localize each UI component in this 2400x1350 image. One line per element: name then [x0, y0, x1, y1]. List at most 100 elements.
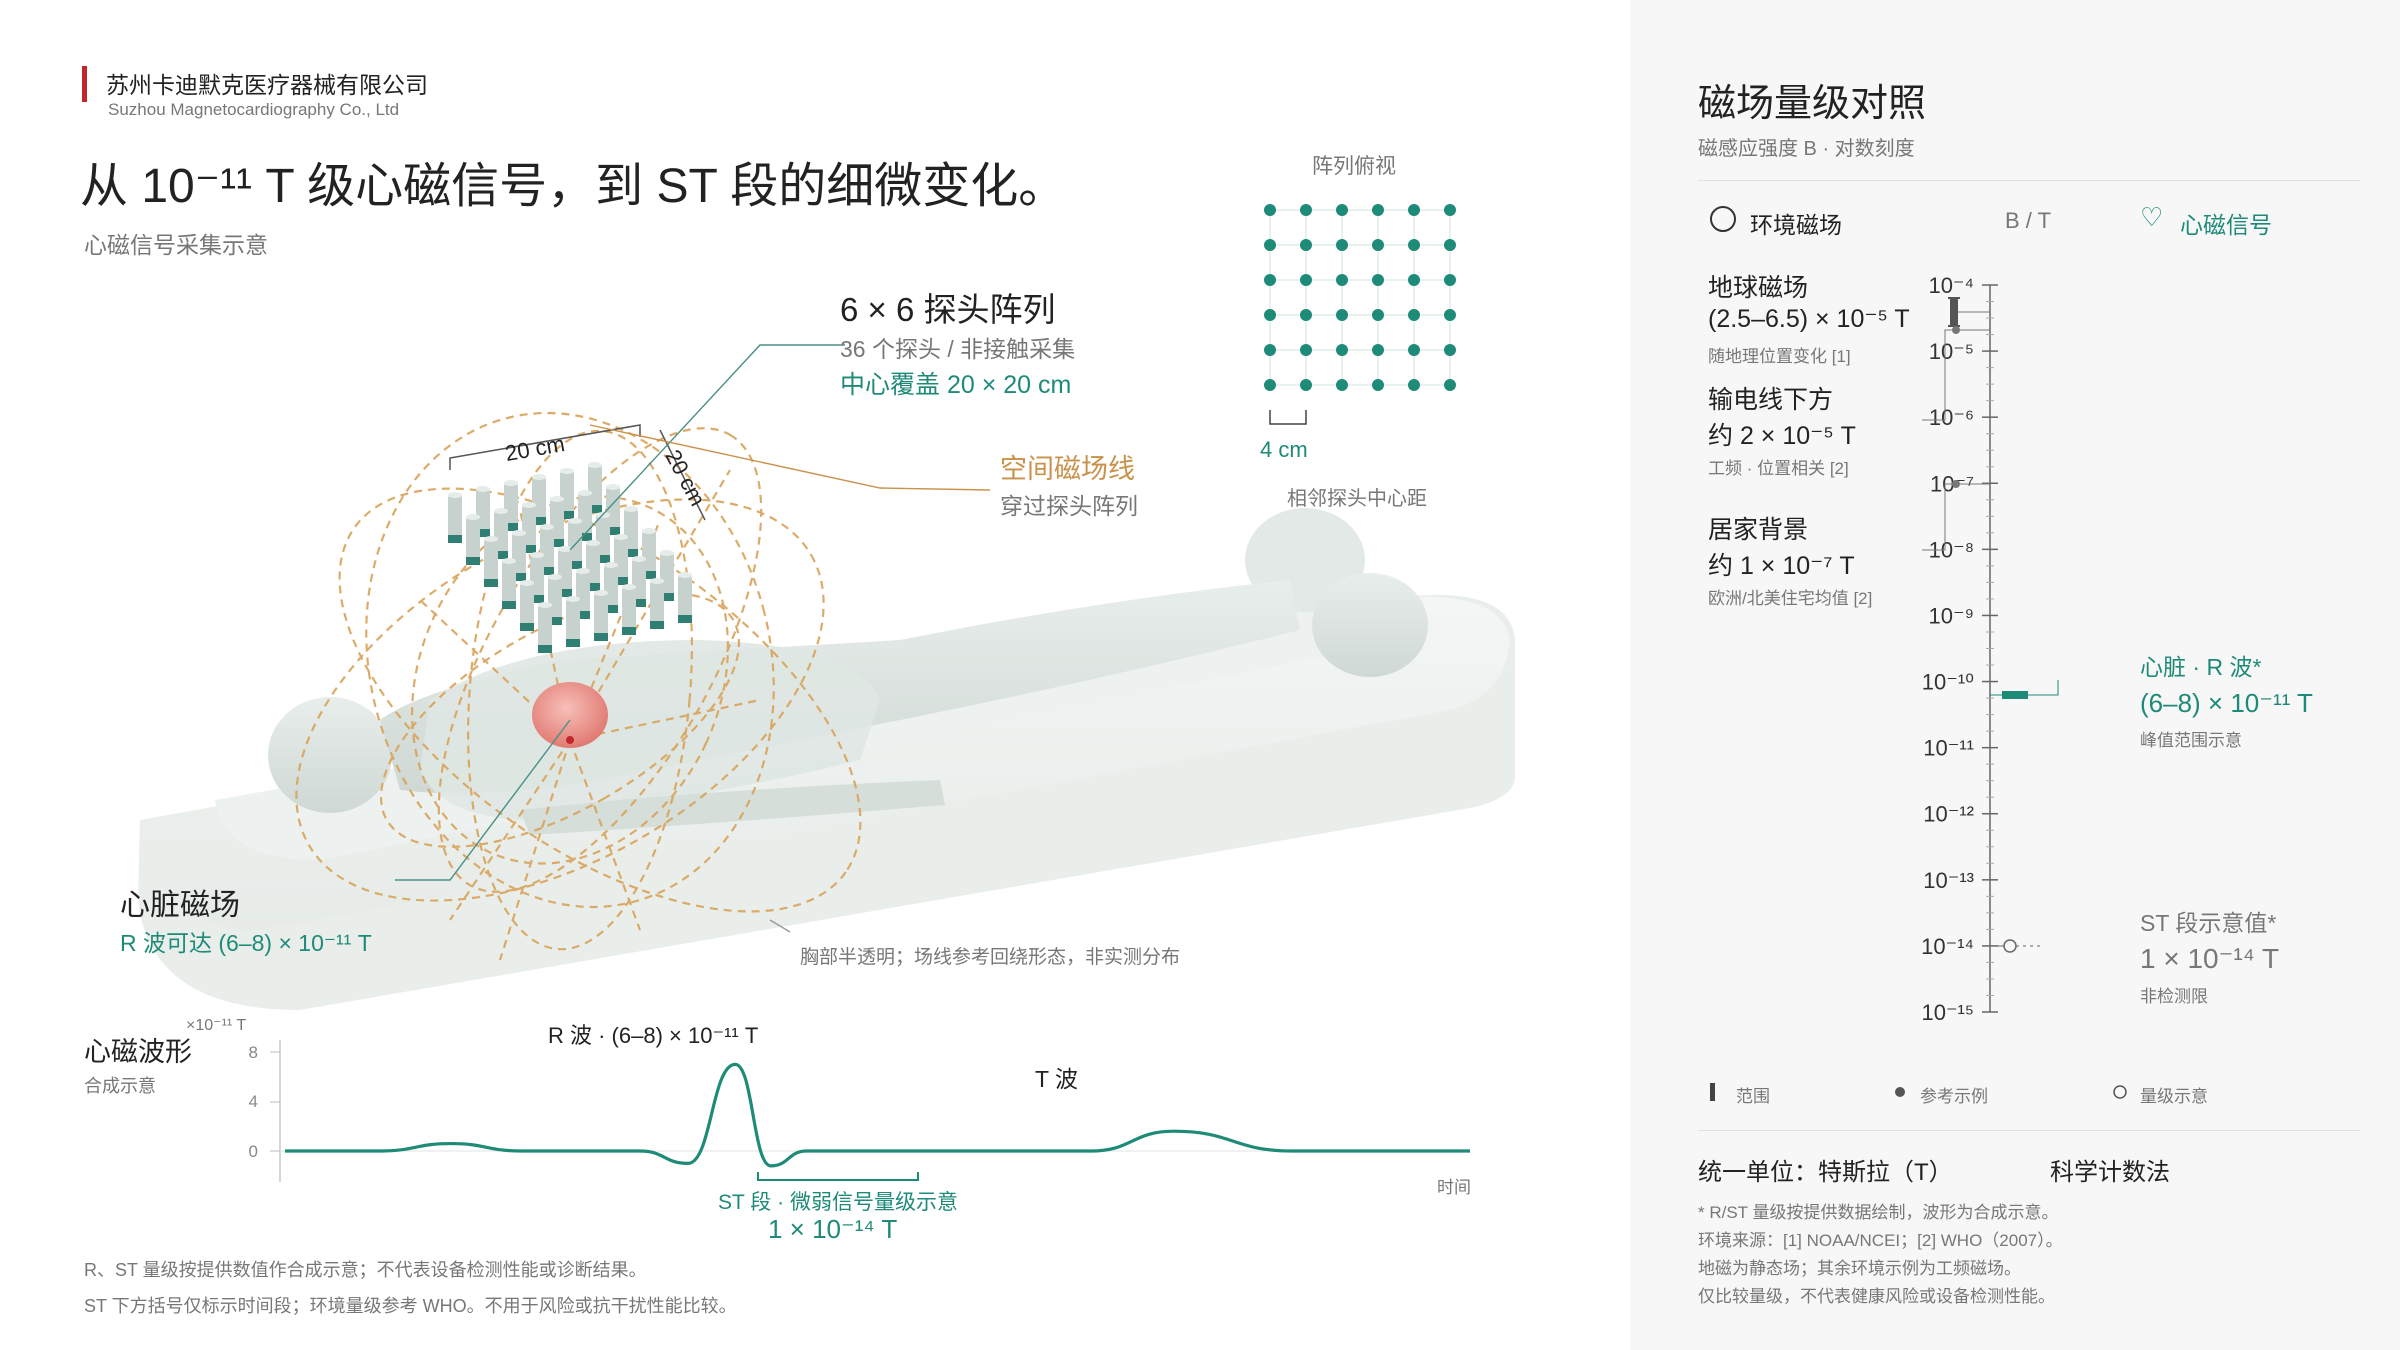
probe [678, 575, 692, 623]
heart-icon: ♡ [2140, 202, 2164, 232]
y-tick-0: 0 [249, 1142, 258, 1161]
probe [484, 539, 498, 587]
probe-band [560, 511, 574, 519]
brand-bar [82, 66, 87, 102]
probe-top [622, 584, 636, 590]
probe-top [502, 558, 516, 564]
heart [532, 682, 608, 748]
probe [448, 495, 462, 543]
probe-top [660, 550, 674, 556]
probe-top [632, 556, 646, 562]
grid-dot [1444, 239, 1456, 251]
t-wave-label: T 波 [1035, 1066, 1079, 1092]
col-unit: B / T [2005, 208, 2052, 233]
probe-top [558, 546, 572, 552]
page-title: 从 10⁻¹¹ T 级心磁信号，到 ST 段的细微变化。 [80, 160, 1067, 213]
scene-illustration: 8 4 0 [138, 204, 1515, 1182]
probe-top [568, 518, 582, 524]
field-lines-title: 空间磁场线 [1000, 454, 1135, 484]
probe-top [624, 506, 638, 512]
env-home-value: 约 1 × 10⁻⁷ T [1708, 552, 1855, 580]
page-subtitle: 心磁信号采集示意 [84, 232, 268, 258]
field-lines-subtitle: 穿过探头阵列 [1000, 493, 1138, 519]
grid-dot [1336, 344, 1348, 356]
st-marker [2003, 939, 2017, 953]
grid-dot [1336, 379, 1348, 391]
company-name-en: Suzhou Magnetocardiography Co., Ltd [108, 100, 400, 119]
probe-band [632, 599, 646, 607]
grid-dot [1408, 344, 1420, 356]
probe-top [512, 530, 526, 536]
probe-band [504, 523, 518, 531]
probe-band [502, 601, 516, 609]
note-4: 仅比较量级，不代表健康风险或设备检测性能。 [1698, 1287, 2055, 1306]
footnote-2: ST 下方括号仅标示时间段；环境量级参考 WHO。不用于风险或抗干扰性能比较。 [84, 1296, 737, 1316]
st-segment-value: 1 × 10⁻¹⁴ T [768, 1214, 898, 1244]
probe-top [614, 534, 628, 540]
footnote-1: R、ST 量级按提供数值作合成示意；不代表设备检测性能或诊断结果。 [84, 1260, 647, 1280]
array-title: 6 × 6 探头阵列 [840, 291, 1056, 328]
grid-dot [1408, 274, 1420, 286]
probe-top [576, 568, 590, 574]
probe-top [604, 562, 618, 568]
probe [502, 561, 516, 609]
probe-top [578, 490, 592, 496]
waveform-subtitle: 合成示意 [84, 1076, 156, 1096]
probe-top [494, 508, 508, 514]
waveform-line [285, 1062, 1470, 1168]
env-home-note: 欧洲/北美住宅均值 [2] [1708, 589, 1873, 608]
scale-divider-top [1698, 180, 2360, 181]
env-earth-name: 地球磁场 [1708, 274, 1809, 302]
probe-top [532, 474, 546, 480]
probe-band [512, 573, 526, 581]
probe-band [606, 527, 620, 535]
probe [594, 593, 608, 641]
probe-band [594, 633, 608, 641]
grid-dot [1264, 204, 1276, 216]
probe-band [520, 623, 534, 631]
grid-dot [1372, 239, 1384, 251]
probe-top [606, 484, 620, 490]
probe [538, 605, 552, 653]
st-segment-label: ST 段 · 微弱信号量级示意 [718, 1191, 958, 1214]
probe-band [588, 505, 602, 513]
probe-top [504, 480, 518, 486]
heart-st-name: ST 段示意值* [2140, 910, 2277, 936]
scale-tick-label: 10⁻¹³ [1923, 868, 1974, 893]
probe-top [678, 572, 692, 578]
heart-st-note: 非检测限 [2140, 987, 2208, 1006]
probe-top [484, 536, 498, 542]
grid-dot [1300, 344, 1312, 356]
scale-tick-label: 10⁻¹⁰ [1922, 670, 1974, 695]
array-top-view [1264, 204, 1456, 391]
probe-band [550, 539, 564, 547]
r-wave-label: R 波 · (6–8) × 10⁻¹¹ T [548, 1023, 759, 1048]
note-3: 地磁为静态场；其余环境示例为工频磁场。 [1698, 1259, 2021, 1278]
grid-dot [1300, 274, 1312, 286]
probe-top [594, 590, 608, 596]
probe-band [614, 577, 628, 585]
grid-dot [1444, 309, 1456, 321]
env-power-value: 约 2 × 10⁻⁵ T [1708, 422, 1856, 450]
probe-top [540, 524, 554, 530]
probe-top [566, 596, 580, 602]
scale-subtitle: 磁感应强度 B · 对数刻度 [1698, 138, 1915, 160]
probe-top [476, 486, 490, 492]
env-earth-note: 随地理位置变化 [1] [1708, 347, 1851, 366]
y-tick-8: 8 [249, 1043, 258, 1062]
grid-dot [1264, 274, 1276, 286]
col-heart: 心磁信号 [2180, 212, 2272, 238]
probe-top [466, 514, 480, 520]
grid-dot [1300, 239, 1312, 251]
probe-band [604, 605, 618, 613]
grid-dot [1444, 204, 1456, 216]
legend-mag: 量级示意 [2140, 1087, 2208, 1106]
probe-top [448, 492, 462, 498]
grid-dot [1372, 204, 1384, 216]
legend-ref: 参考示例 [1920, 1087, 1988, 1106]
probe-band [578, 533, 592, 541]
probe-band [530, 595, 544, 603]
grid-dot [1408, 309, 1420, 321]
scale-tick-label: 10⁻¹⁵ [1921, 1000, 1974, 1025]
probe-band [642, 571, 656, 579]
